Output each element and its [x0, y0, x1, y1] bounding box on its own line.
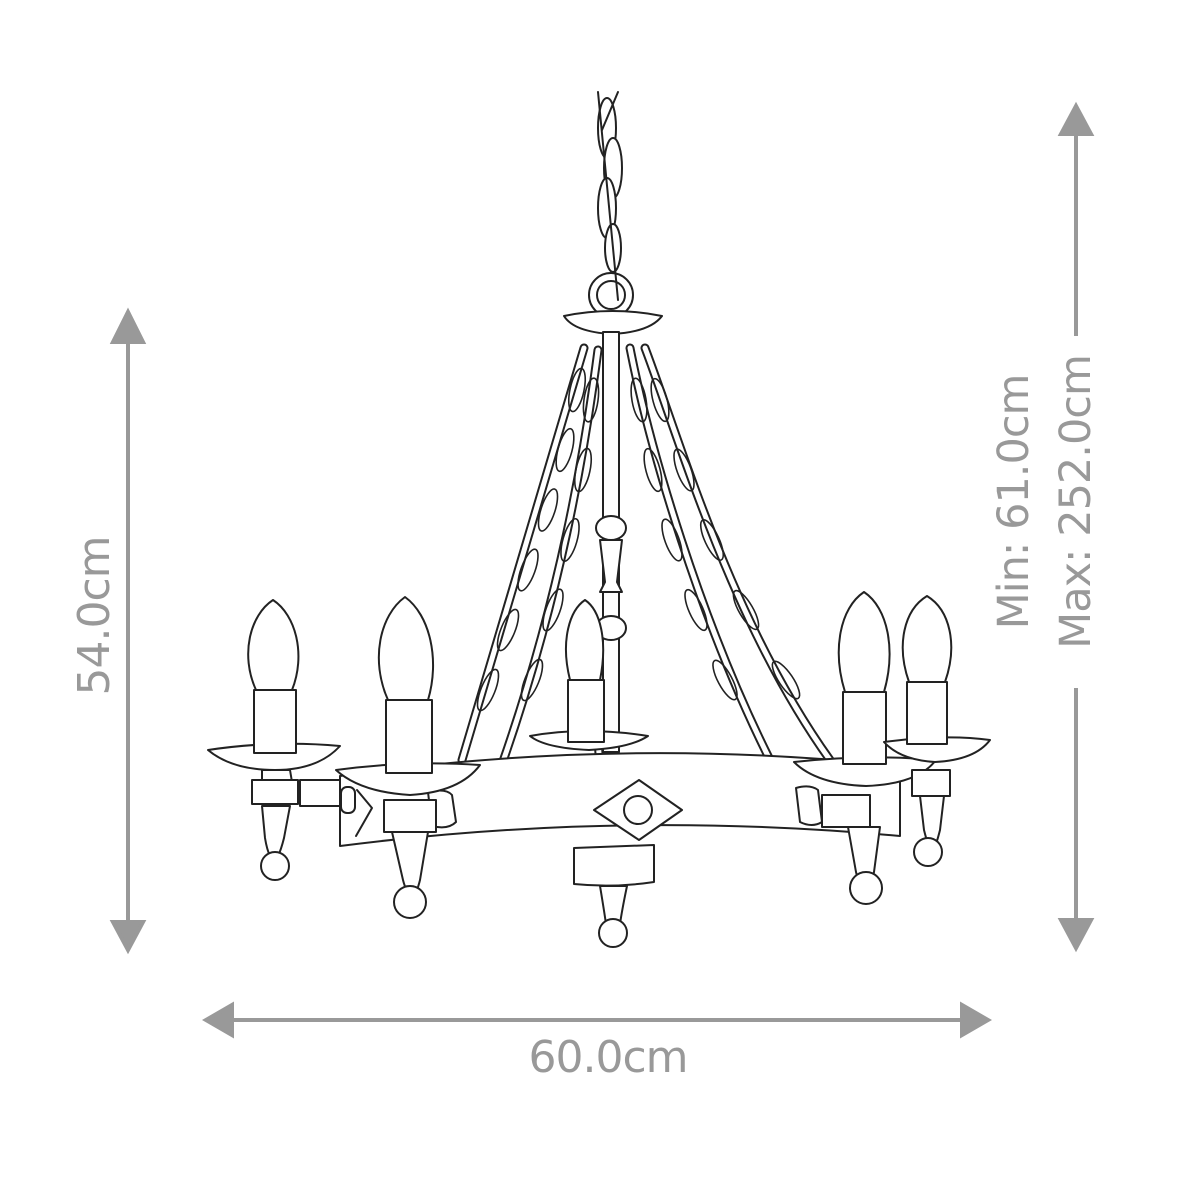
chandelier — [207, 91, 991, 948]
candle-far-right — [883, 595, 991, 867]
drop-min-label: Min: 61.0cm — [989, 374, 1039, 630]
drop-dimension-arrow-bottom — [1057, 688, 1095, 953]
canopy-plate — [563, 310, 663, 335]
drop-dimension-arrow-top — [1057, 101, 1095, 336]
center-finial — [573, 844, 655, 948]
candle-far-left — [207, 599, 341, 881]
diamond-ornament — [593, 779, 683, 841]
height-dimension-arrow — [109, 307, 147, 955]
width-dimension-label: 60.0cm — [528, 1032, 688, 1083]
ring-chains — [457, 343, 835, 775]
suspension-chain — [588, 91, 634, 318]
height-dimension-label: 54.0cm — [69, 536, 120, 696]
chain-links — [476, 367, 801, 712]
candle-left-front — [335, 596, 481, 919]
drop-dimension-label: Min: 61.0cm Max: 252.0cm — [983, 352, 1107, 652]
drop-max-label: Max: 252.0cm — [1051, 355, 1101, 649]
candle-back-center — [529, 599, 649, 751]
width-dimension-arrow — [201, 1001, 993, 1039]
